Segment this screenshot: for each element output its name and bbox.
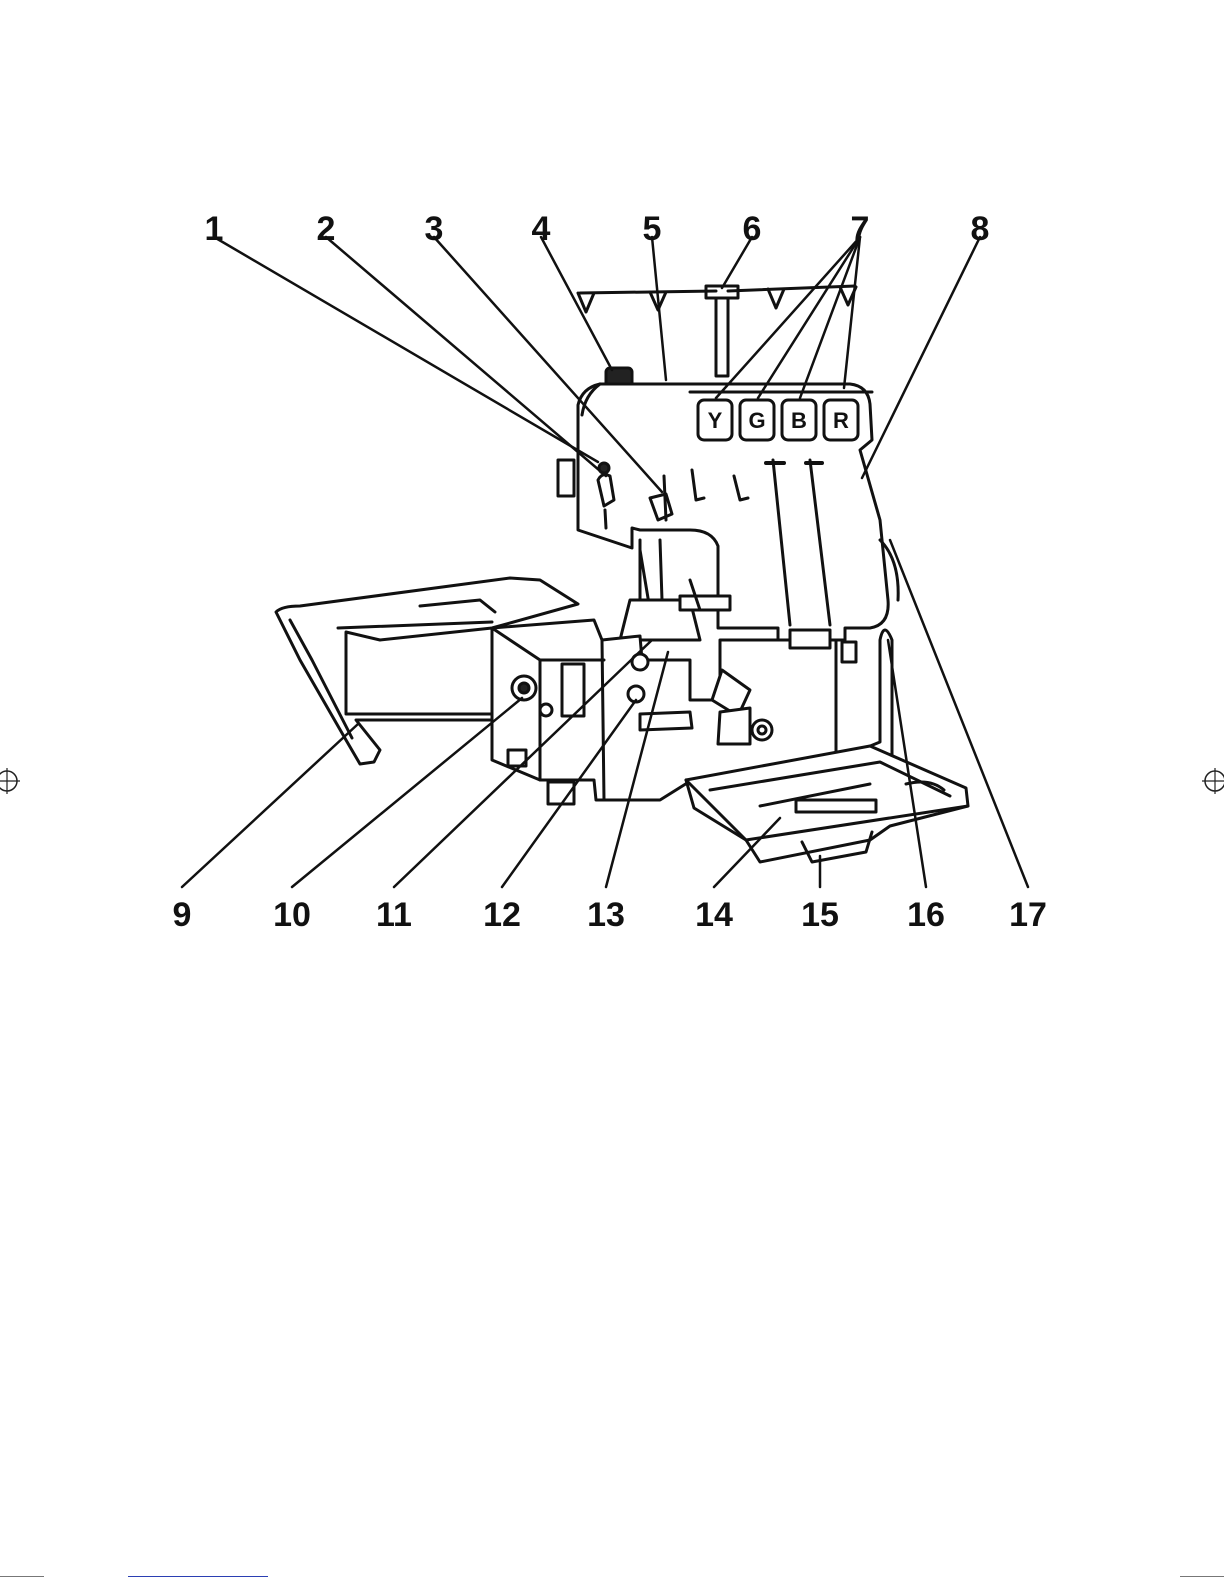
callout-11: 11: [376, 896, 412, 934]
callout-7: 7: [851, 210, 870, 248]
callout-8: 8: [971, 210, 990, 248]
callout-10: 10: [273, 896, 311, 934]
callout-4: 4: [532, 210, 551, 248]
callout-2: 2: [317, 210, 336, 248]
tension-dial-letter-b: B: [791, 408, 807, 433]
tension-dial-letter-g: G: [748, 408, 765, 433]
footer-rule-right: [1180, 1576, 1224, 1577]
footer-rule-left: [0, 1576, 44, 1577]
tension-dial-letter-y: Y: [708, 408, 723, 433]
callout-5: 5: [643, 210, 662, 248]
callout-6: 6: [743, 210, 762, 248]
callout-3: 3: [425, 210, 444, 248]
callout-1: 1: [205, 210, 224, 248]
callout-13: 13: [587, 896, 625, 934]
footer-link-underline: [128, 1576, 268, 1577]
callout-15: 15: [801, 896, 839, 934]
callout-16: 16: [907, 896, 945, 934]
callout-12: 12: [483, 896, 521, 934]
tension-dial-letter-r: R: [833, 408, 849, 433]
callout-17: 17: [1009, 896, 1047, 934]
needle-area: [620, 550, 730, 640]
callout-9: 9: [173, 896, 192, 934]
callout-14: 14: [695, 896, 733, 934]
